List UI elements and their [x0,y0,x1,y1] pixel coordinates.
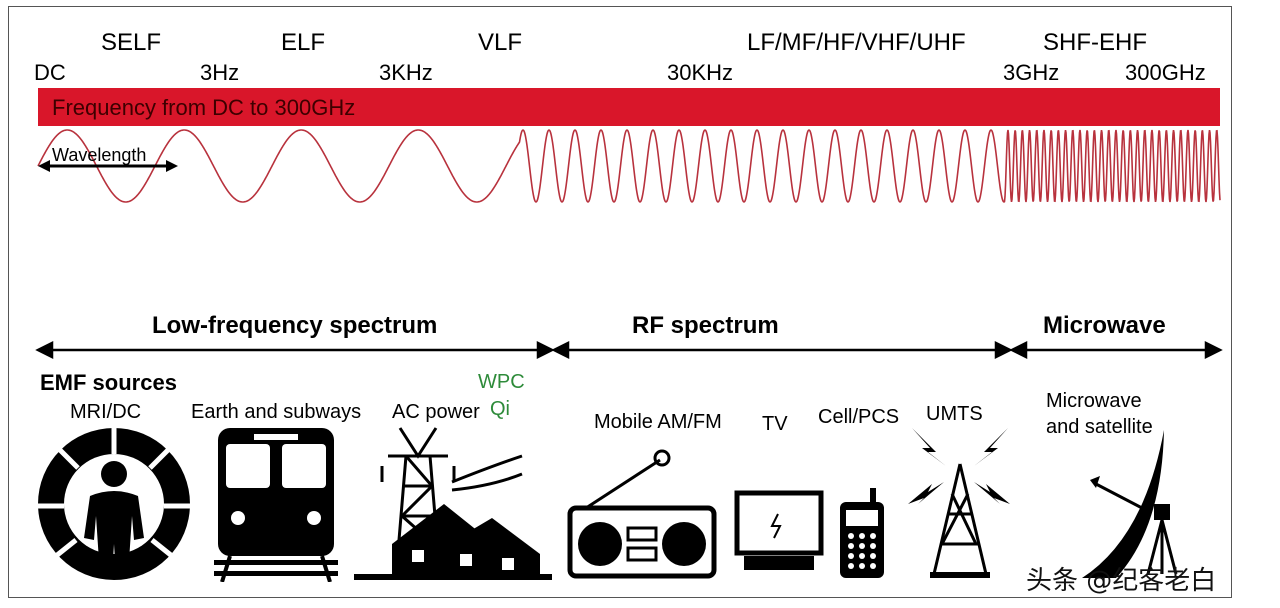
arrow-microwave-left [1009,340,1028,360]
power-pylon-house-icon [354,427,552,580]
band-label-elf: ELF [281,29,326,56]
label-mri: MRI/DC [70,401,142,423]
band-label-vlf: VLF [478,29,523,56]
arrow-microwave-right [1204,340,1223,360]
freq-label-dc: DC [34,60,66,85]
label-mobile-am-fm: Mobile AM/FM [594,411,722,433]
arrow-low-frequency-right [536,340,555,360]
spectrum-low-frequency: Low-frequency spectrum [152,312,438,339]
satellite-dish-icon [1082,430,1178,578]
arrow-rf-left [551,340,570,360]
arrow-rf-right [994,340,1013,360]
label-umts: UMTS [926,403,983,425]
wavelength-arrowhead-left [38,160,50,172]
watermark-text: 头条 @纪客老白 [1026,566,1217,596]
label-earth-subways: Earth and subways [191,401,362,423]
train-icon [214,428,338,582]
spectrum-microwave: Microwave [1043,312,1166,339]
label-cell-pcs: Cell/PCS [818,406,900,428]
freq-label-3khz: 3KHz [379,60,433,85]
mri-icon [36,426,192,580]
freq-label-30khz: 30KHz [667,60,734,85]
label-ac-power: AC power [392,401,480,423]
spectrum-rf: RF spectrum [632,312,779,339]
wave-path [37,129,1221,203]
band-label-self: SELF [101,29,162,56]
label-wpc: WPC [478,371,525,393]
tv-icon [734,490,824,570]
cell-phone-icon [840,488,884,578]
band-label-shf-ehf: SHF-EHF [1043,29,1147,56]
wavelength-arrowhead-right [166,160,178,172]
label-microwave-line1: Microwave [1046,390,1142,412]
wavelength-label: Wavelength [52,145,147,165]
band-label-lf-uhf: LF/MF/HF/VHF/UHF [747,29,966,56]
freq-label-300ghz: 300GHz [1125,60,1206,85]
cell-tower-icon [908,428,1010,578]
frequency-bar-text: Frequency from DC to 300GHz [52,95,356,120]
wave-graphic [37,129,1221,203]
arrow-low-frequency-left [35,340,54,360]
freq-label-3ghz: 3GHz [1003,60,1060,85]
label-qi: Qi [490,398,510,420]
radio-icon [567,449,717,579]
label-microwave-line2: and satellite [1046,416,1153,438]
frequency-bar: Frequency from DC to 300GHz [38,88,1220,126]
freq-label-3hz: 3Hz [200,60,240,85]
label-tv: TV [762,413,788,435]
emf-sources-title: EMF sources [40,370,177,395]
